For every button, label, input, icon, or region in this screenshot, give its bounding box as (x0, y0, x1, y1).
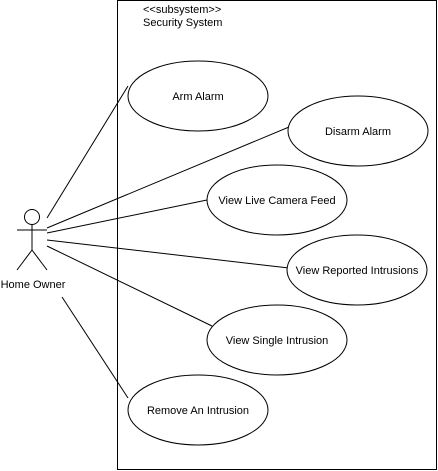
actor-right-leg (31, 249, 48, 271)
use-case-ellipse (286, 234, 428, 306)
association-view-single-intrusion (46, 245, 213, 327)
use-case-label: Disarm Alarm (325, 126, 391, 138)
use-case-ellipse (206, 164, 348, 236)
use-case-label: View Single Intrusion (226, 335, 329, 347)
association-view-reported-intrusions (46, 239, 290, 269)
associations (46, 85, 290, 399)
actor-home-owner: Home Owner (1, 209, 66, 291)
use-case-label: Arm Alarm (172, 91, 223, 103)
use-case-disarm-alarm: Disarm Alarm (287, 95, 429, 167)
use-case-remove-an-intrusion: Remove An Intrusion (127, 374, 269, 446)
use-case-ellipse (127, 60, 269, 132)
use-case-view-reported-intrusions: View Reported Intrusions (286, 234, 428, 306)
association-view-live-camera-feed (46, 199, 208, 234)
system-stereotype: <<subsystem>> (143, 4, 221, 16)
system-name: Security System (143, 17, 222, 29)
system-boundary (117, 0, 437, 470)
use-case-view-single-intrusion: View Single Intrusion (206, 304, 348, 376)
use-case-view-live-camera-feed: View Live Camera Feed (206, 164, 348, 236)
actor-head (24, 209, 40, 225)
use-case-ellipse (287, 95, 429, 167)
association-disarm-alarm (46, 126, 290, 229)
use-case-arm-alarm: Arm Alarm (127, 60, 269, 132)
association-remove-an-intrusion (61, 296, 129, 399)
use-case-ellipse (127, 374, 269, 446)
use-case-ellipse (206, 304, 348, 376)
actor-left-leg (16, 249, 33, 271)
use-case-label: Remove An Intrusion (147, 405, 249, 417)
actor-name: Home Owner (1, 279, 66, 291)
use-case-label: View Live Camera Feed (218, 195, 335, 207)
use-case-label: View Reported Intrusions (296, 265, 419, 277)
association-arm-alarm (46, 85, 129, 219)
